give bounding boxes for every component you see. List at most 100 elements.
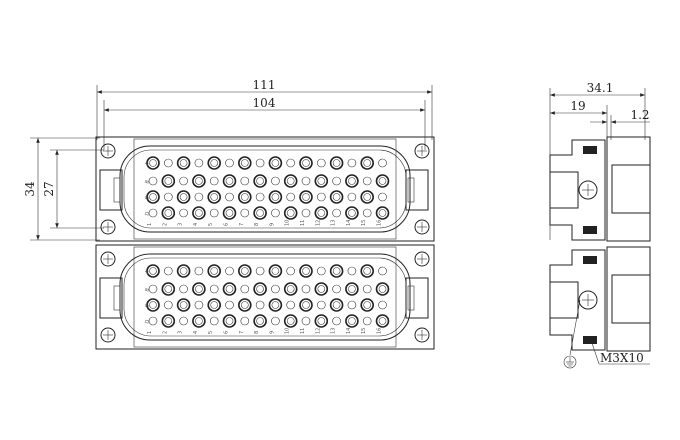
dimension-label: 34.1: [587, 81, 614, 95]
contact-pin: [225, 300, 234, 310]
contact-pin: [179, 284, 188, 294]
column-label: 7: [239, 331, 245, 334]
row-label: D: [144, 319, 151, 325]
contact-pin: [207, 298, 221, 312]
contact-pin: [255, 158, 265, 168]
column-label: 9: [269, 223, 275, 226]
contact-pin: [161, 314, 176, 328]
contact-pin: [332, 316, 341, 326]
contact-pin: [240, 284, 250, 294]
contact-pin: [209, 284, 219, 294]
contact-pin: [240, 176, 250, 186]
contact-pin: [176, 190, 191, 204]
contact-pin: [222, 314, 237, 328]
contact-pin: [378, 192, 387, 202]
column-label: 4: [193, 331, 199, 334]
column-label: 14: [346, 220, 352, 226]
contact-pin: [375, 206, 390, 220]
contact-pin: [253, 174, 267, 188]
dimension-27: 27: [42, 149, 104, 229]
column-label: 8: [254, 331, 260, 334]
dimension-1-2: 1.2: [590, 108, 650, 124]
side-view: 34.1 19 1.2 M3X10: [549, 81, 651, 369]
contact-pin: [301, 284, 311, 294]
contact-pin: [271, 284, 280, 294]
contact-pin: [238, 264, 252, 278]
column-label: 11: [300, 220, 306, 226]
contact-pin: [164, 192, 173, 202]
contact-pin: [375, 314, 390, 328]
contact-pin: [329, 156, 344, 170]
column-label: 1: [147, 331, 153, 334]
contact-pin: [329, 264, 344, 278]
contact-pin: [161, 282, 176, 296]
column-label: 1: [147, 223, 153, 226]
contact-pin: [194, 158, 204, 168]
mounting-hole-icon: [100, 251, 116, 267]
mounting-hole-icon: [100, 327, 116, 343]
contact-pin: [362, 176, 372, 186]
contact-pin: [207, 156, 221, 170]
mounting-hole-icon: [414, 219, 430, 235]
contact-pin: [192, 174, 206, 188]
contact-pin: [362, 316, 372, 326]
locking-latch: [405, 277, 429, 319]
contact-pin: [347, 192, 357, 202]
contact-pin: [378, 158, 387, 168]
contact-pin: [271, 316, 280, 326]
contact-pin: [378, 266, 387, 276]
contact-pin: [301, 208, 311, 218]
contact-pin: [222, 206, 237, 220]
contact-pin: [209, 176, 219, 186]
contact-pin: [362, 284, 372, 294]
contact-pin: [253, 206, 267, 220]
contact-pin: [176, 156, 191, 170]
contact-pin: [299, 264, 313, 278]
contact-pin: [194, 192, 204, 202]
column-label: 2: [162, 331, 168, 334]
column-label: 4: [193, 223, 199, 226]
ground-icon: [563, 299, 581, 369]
contact-pin: [238, 156, 252, 170]
contact-pin: [360, 298, 375, 312]
contact-pin: [360, 190, 375, 204]
contact-pin: [222, 174, 237, 188]
dimension-34: 34: [23, 137, 100, 241]
contact-pin: [179, 208, 188, 218]
column-label: 2: [162, 223, 168, 226]
contact-pin: [314, 314, 329, 328]
contact-pin: [332, 208, 341, 218]
contact-pin: [347, 300, 357, 310]
contact-pin: [209, 208, 219, 218]
column-label: 10: [285, 328, 291, 334]
screw-callout: M3X10: [591, 342, 650, 365]
contact-pin: [207, 264, 221, 278]
contact-pin: [314, 206, 329, 220]
contact-pin: [192, 282, 206, 296]
contact-pin: [148, 284, 158, 294]
contact-pin: [345, 282, 359, 296]
column-label: 11: [300, 328, 306, 334]
contact-pin: [164, 266, 173, 276]
dimension-label: 111: [253, 78, 276, 92]
column-label: 16: [377, 220, 383, 226]
contact-pin: [192, 206, 206, 220]
column-label: 10: [285, 220, 291, 226]
contact-pin: [146, 190, 160, 204]
contact-pin: [299, 190, 313, 204]
contact-pin: [347, 158, 357, 168]
contact-pin: [268, 190, 283, 204]
locking-latch: [99, 277, 123, 319]
column-label: 9: [269, 331, 275, 334]
column-label: 6: [224, 331, 230, 334]
contact-pin: [283, 314, 298, 328]
contact-pin: [255, 192, 265, 202]
column-label: 12: [315, 328, 321, 334]
contact-pin: [194, 300, 204, 310]
dimension-111: 111: [96, 78, 433, 140]
contact-pin: [179, 316, 188, 326]
dimension-label: 27: [42, 181, 56, 196]
